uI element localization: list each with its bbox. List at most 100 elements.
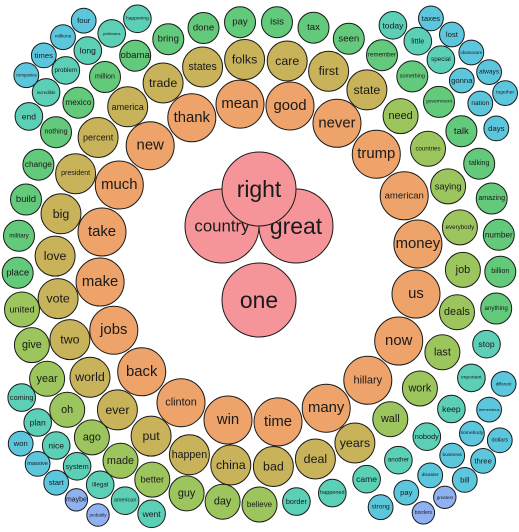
bubble-label: make xyxy=(82,274,118,290)
bubble-label: nice xyxy=(48,441,64,451)
word-bubble: system xyxy=(62,452,92,481)
bubble-circle xyxy=(1,256,34,289)
word-bubble: clinton xyxy=(156,378,206,428)
bubble-label: different xyxy=(496,381,513,386)
bubble-label: massive xyxy=(27,461,48,467)
bubble-circle xyxy=(119,39,152,72)
word-bubble: borders xyxy=(411,501,436,525)
bubble-circle xyxy=(241,486,278,523)
bubble-circle xyxy=(94,160,144,210)
bubble-label: take xyxy=(88,224,116,240)
bubble-circle xyxy=(301,383,351,433)
bubble-circle xyxy=(64,488,89,512)
bubble-circle xyxy=(490,371,517,397)
bubble-label: never xyxy=(318,115,355,131)
bubble-label: little xyxy=(411,37,424,46)
bubble-label: taxes xyxy=(422,14,441,23)
bubble-label: bill xyxy=(460,475,470,484)
bubble-label: give xyxy=(22,339,42,351)
bubble-circle xyxy=(22,148,55,181)
word-bubble: coming xyxy=(7,383,37,412)
bubble-circle xyxy=(430,168,467,205)
bubble-label: hillary xyxy=(354,374,383,386)
bubble-circle xyxy=(23,408,53,437)
word-bubble: bring xyxy=(152,23,185,56)
bubble-circle xyxy=(43,469,70,496)
bubble-circle xyxy=(294,438,336,480)
bubble-circle xyxy=(424,334,461,371)
bubble-label: stop xyxy=(478,339,494,349)
bubble-label: today xyxy=(382,20,404,30)
bubble-label: million xyxy=(95,74,115,81)
bubble-circle xyxy=(55,153,97,195)
word-bubble: president xyxy=(55,153,97,195)
bubble-label: made xyxy=(107,455,134,467)
word-bubble: vote xyxy=(37,278,79,320)
bubble-circle xyxy=(204,483,241,520)
word-bubble: need xyxy=(382,98,419,135)
word-bubble: bill xyxy=(451,467,478,493)
bubble-circle xyxy=(412,422,442,452)
bubble-circle xyxy=(152,23,185,56)
word-bubble: nobody xyxy=(412,422,442,452)
word-bubble: mean xyxy=(215,79,265,129)
bubble-circle xyxy=(75,257,125,307)
word-bubble: china xyxy=(210,444,252,486)
word-bubble: start xyxy=(43,469,70,496)
bubble-circle xyxy=(312,98,362,148)
bubble-label: jobs xyxy=(99,322,127,338)
word-bubble: seen xyxy=(332,22,365,55)
bubble-label: everybody xyxy=(446,224,475,231)
word-bubble: border xyxy=(282,487,311,516)
bubble-circle xyxy=(426,45,456,75)
bubble-circle xyxy=(86,503,110,527)
bubble-label: greatest xyxy=(437,495,454,500)
bubble-circle xyxy=(382,98,419,135)
bubble-circle xyxy=(117,347,167,397)
bubble-circle xyxy=(125,121,175,171)
word-bubble: one xyxy=(221,262,297,338)
bubble-label: love xyxy=(44,249,67,263)
bubble-label: amazing xyxy=(478,195,505,202)
word-bubble: year xyxy=(29,360,66,397)
word-bubble: america xyxy=(107,86,149,128)
word-bubble: end xyxy=(14,102,44,131)
bubble-label: ago xyxy=(83,431,101,443)
bubble-label: problem xyxy=(54,67,77,74)
bubble-label: nation xyxy=(471,100,489,107)
word-bubble: politicians xyxy=(97,19,126,48)
bubble-circle xyxy=(50,24,76,51)
bubble-circle xyxy=(40,193,82,235)
bubble-circle xyxy=(102,442,139,479)
word-bubble: million xyxy=(89,61,121,93)
bubble-circle xyxy=(221,151,297,227)
word-bubble: four xyxy=(70,7,97,34)
bubble-label: military xyxy=(9,232,29,239)
word-bubble: special xyxy=(426,45,456,75)
word-bubble: right xyxy=(221,151,297,227)
bubble-circle xyxy=(4,291,40,328)
bubble-circle xyxy=(463,147,496,180)
word-bubble: pay xyxy=(393,479,420,506)
bubble-label: gonna xyxy=(451,76,473,85)
bubble-label: four xyxy=(77,16,91,25)
word-bubble: hillary xyxy=(343,355,393,405)
word-bubble: now xyxy=(374,316,424,366)
bubble-label: business xyxy=(443,452,463,458)
bubble-circle xyxy=(457,363,486,393)
bubble-label: wall xyxy=(380,413,400,425)
word-bubble: many xyxy=(301,383,351,433)
bubble-circle xyxy=(210,444,252,486)
word-bubble: win xyxy=(203,395,253,445)
word-bubble: saying xyxy=(430,168,467,205)
bubble-label: times xyxy=(35,51,54,60)
bubble-circle xyxy=(476,396,503,423)
bubble-label: percent xyxy=(83,133,114,143)
bubble-circle xyxy=(97,19,126,48)
bubble-label: change xyxy=(25,160,52,169)
bubble-circle xyxy=(137,499,166,529)
bubble-circle xyxy=(69,356,111,398)
bubble-circle xyxy=(49,319,91,361)
bubble-label: isis xyxy=(270,17,284,28)
bubble-circle xyxy=(391,269,441,319)
